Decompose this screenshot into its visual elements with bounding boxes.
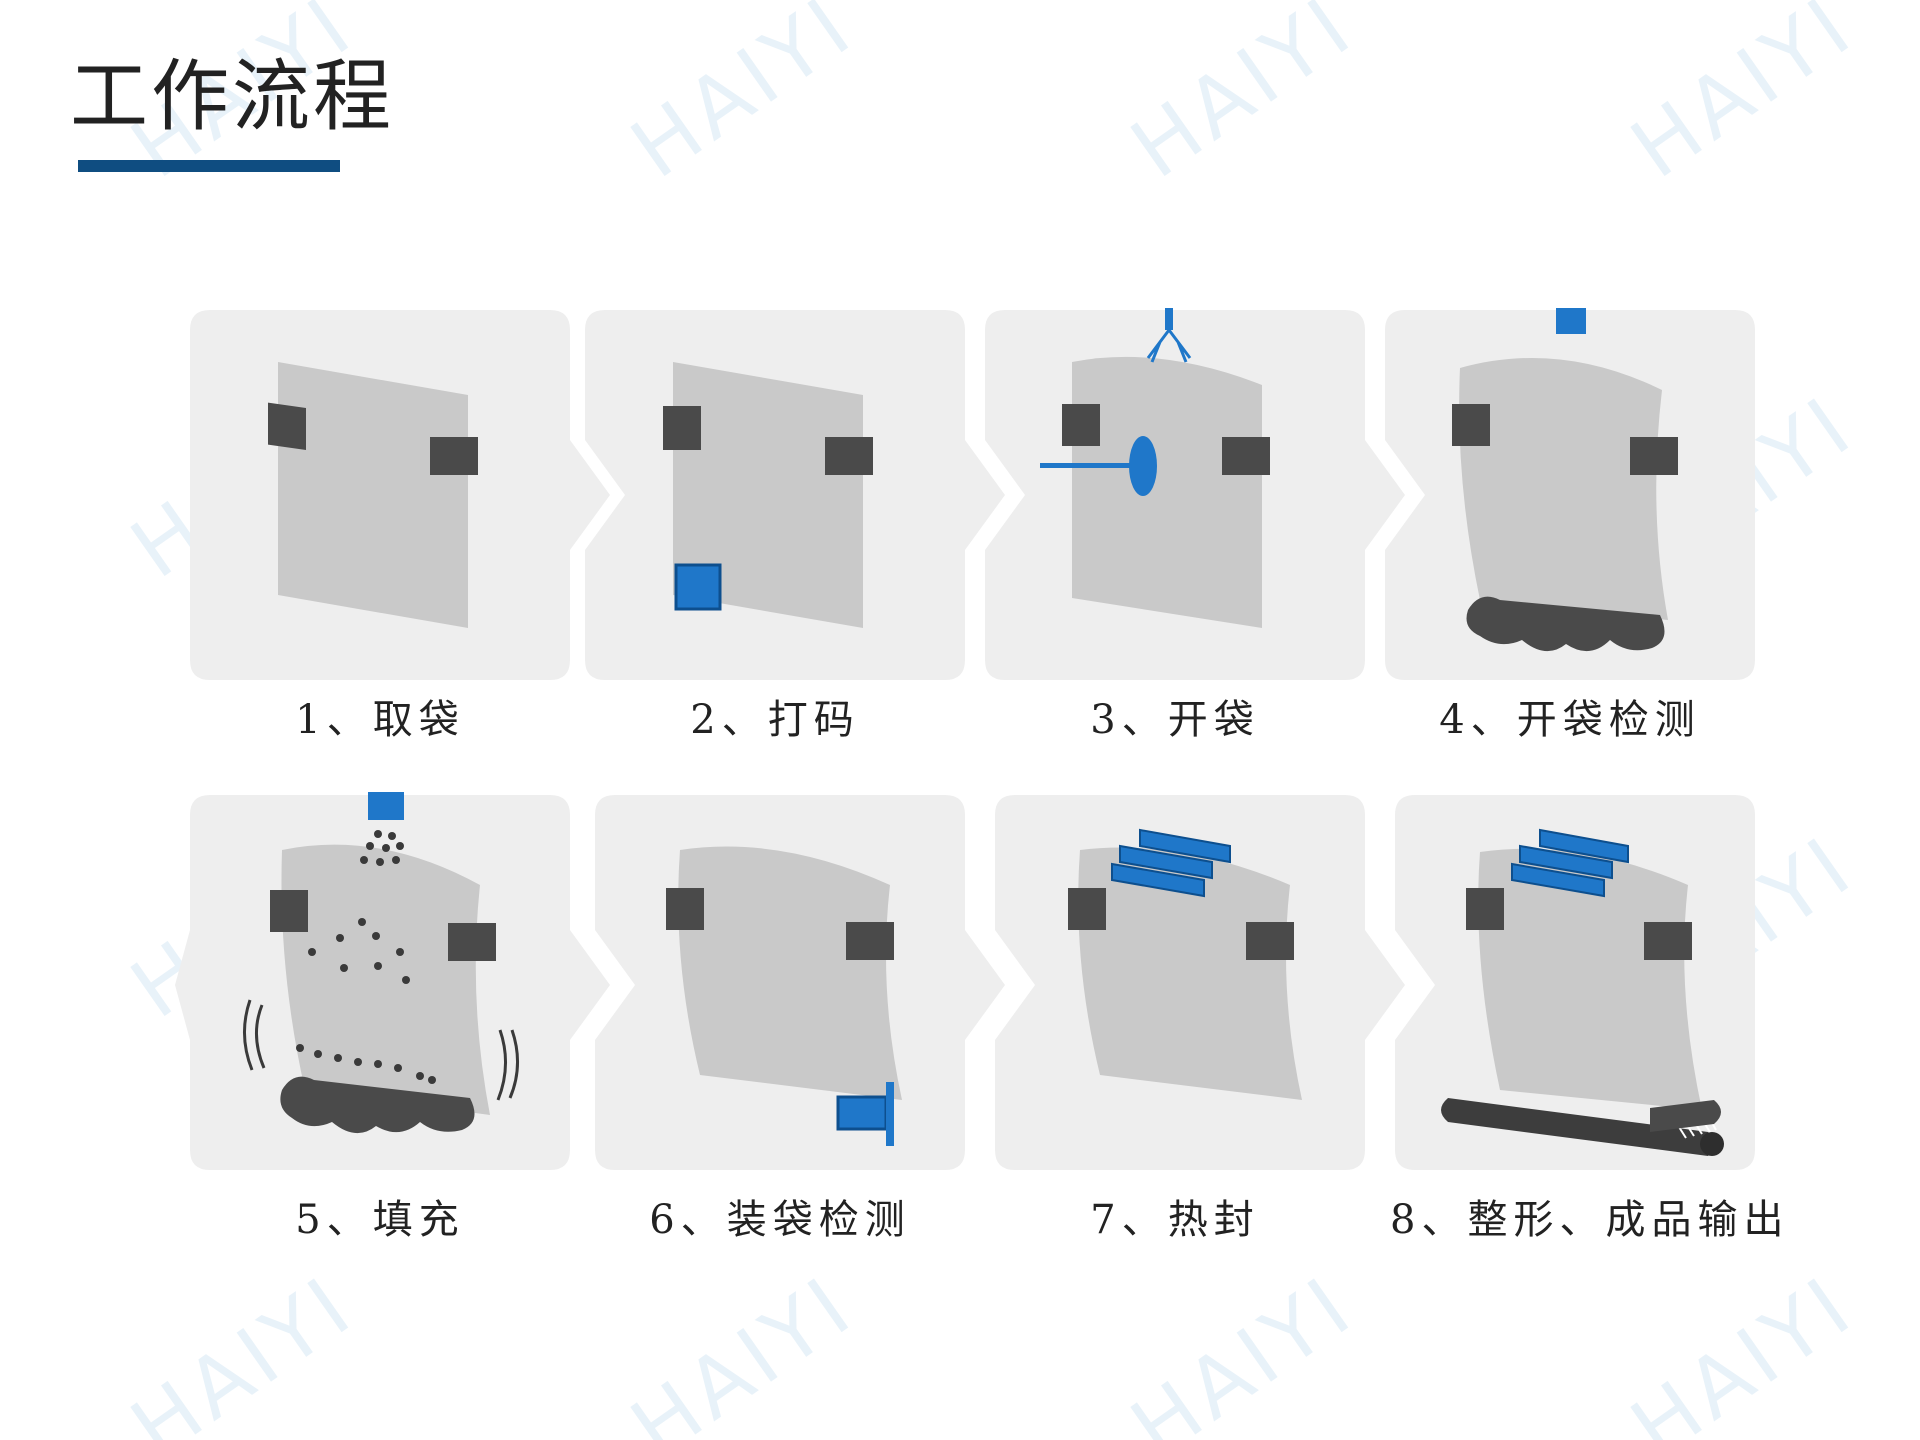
step-label: 1、取袋 bbox=[295, 697, 465, 743]
vibration-lines-left bbox=[242, 999, 266, 1071]
step-label: 6、装袋检测 bbox=[649, 1197, 911, 1243]
heat-seal-bars bbox=[1111, 828, 1231, 898]
support-rollers bbox=[1466, 596, 1665, 652]
step-2-illustration bbox=[663, 362, 873, 628]
flat-bag bbox=[278, 362, 468, 628]
sensor-block bbox=[1556, 308, 1586, 334]
page-title: 工作流程 bbox=[70, 52, 395, 142]
filling-nozzle bbox=[368, 792, 404, 820]
step-8-illustration bbox=[1441, 828, 1724, 1156]
right-clamp bbox=[1222, 437, 1270, 475]
step-4-illustration bbox=[1452, 308, 1678, 652]
right-clamp bbox=[430, 437, 478, 475]
step-label: 2、打码 bbox=[690, 697, 860, 743]
right-clamp bbox=[448, 923, 496, 961]
left-clamp bbox=[1062, 404, 1100, 446]
right-clamp bbox=[1630, 437, 1678, 475]
gripper-stem bbox=[1165, 308, 1173, 330]
output-conveyor bbox=[1441, 1098, 1724, 1156]
step-1-illustration bbox=[268, 362, 478, 628]
full-bag bbox=[678, 846, 902, 1100]
suction-cup bbox=[1129, 436, 1157, 496]
left-clamp bbox=[270, 890, 308, 932]
step-7-illustration bbox=[1068, 828, 1302, 1100]
right-clamp bbox=[846, 922, 894, 960]
gripper-claws bbox=[1146, 329, 1192, 363]
sealing-bag bbox=[1078, 847, 1302, 1100]
support-rollers bbox=[280, 1076, 475, 1134]
step-label: 4、开袋检测 bbox=[1439, 697, 1701, 743]
detector-body bbox=[836, 1095, 888, 1131]
open-bag bbox=[1459, 357, 1668, 620]
right-clamp bbox=[825, 437, 873, 475]
left-clamp bbox=[1068, 888, 1106, 930]
step-6-illustration bbox=[666, 846, 902, 1146]
right-clamp bbox=[1246, 922, 1294, 960]
step-label: 8、整形、成品输出 bbox=[1390, 1197, 1790, 1243]
step-5-illustration bbox=[242, 792, 520, 1134]
coder-block bbox=[674, 563, 722, 611]
title-underline bbox=[78, 160, 340, 172]
left-clamp bbox=[268, 402, 306, 451]
left-clamp bbox=[663, 406, 701, 450]
left-clamp bbox=[1466, 888, 1504, 930]
step-label: 3、开袋 bbox=[1090, 697, 1260, 743]
finished-bag bbox=[1478, 848, 1702, 1110]
vibration-lines-right bbox=[496, 1029, 520, 1101]
right-clamp bbox=[1644, 922, 1692, 960]
flat-bag bbox=[673, 362, 863, 628]
left-clamp bbox=[1452, 404, 1490, 446]
step-label: 7、热封 bbox=[1090, 1197, 1260, 1243]
heat-seal-bars bbox=[1511, 828, 1629, 898]
falling-material bbox=[296, 830, 436, 1084]
step-3-illustration bbox=[1040, 308, 1270, 628]
filling-bag bbox=[281, 844, 490, 1115]
left-clamp bbox=[666, 888, 704, 930]
open-bag bbox=[1072, 356, 1262, 628]
suction-rod bbox=[1040, 463, 1130, 468]
detector-plate bbox=[886, 1082, 894, 1146]
step-label: 5、填充 bbox=[295, 1197, 465, 1243]
